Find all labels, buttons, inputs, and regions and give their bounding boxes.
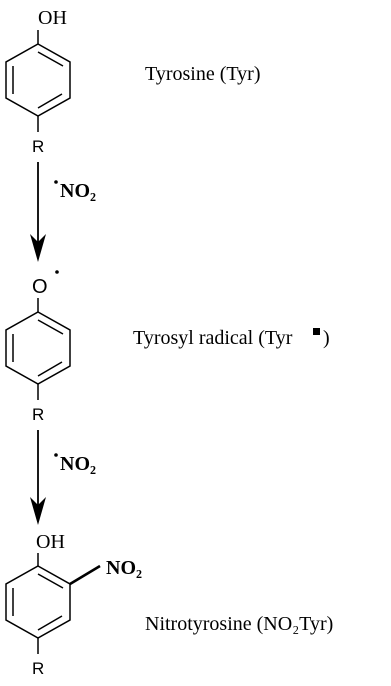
tyrosyl-radical-structure: O R (5, 270, 71, 424)
tyrosyl-radical-label: Tyrosyl radical (Tyr (133, 327, 293, 349)
oxygen-label: O (32, 276, 48, 298)
tyrosyl-radical-label-group: Tyrosyl radical (Tyr ) (133, 327, 330, 349)
nitro-group-label: NO₂ (106, 557, 142, 579)
hydroxyl-group-label: OH (36, 531, 65, 553)
r-group-label: R (32, 405, 44, 424)
tyrosyl-radical-label-suffix: ) (323, 327, 330, 349)
nitrogen-dioxide-reagent: NO₂ (60, 453, 96, 475)
ring-double-bond (37, 615, 63, 631)
radical-dot (54, 453, 58, 457)
reaction-arrow-1: NO₂ (30, 162, 96, 262)
radical-square-icon (313, 328, 320, 335)
nitro-bond (69, 564, 101, 586)
arrow-head (30, 234, 46, 262)
ring-double-bond (37, 319, 64, 335)
tyrosine-structure: OH R (5, 7, 71, 156)
benzene-ring (5, 311, 71, 385)
ring-double-bond (37, 51, 64, 67)
r-group-label: R (32, 137, 44, 156)
ring-double-bond (37, 93, 63, 109)
ring-double-bond (37, 573, 64, 589)
benzene-ring (5, 43, 71, 117)
tyrosine-label: Tyrosine (Tyr) (145, 63, 261, 85)
reaction-arrow-2: NO₂ (30, 430, 96, 525)
nitrogen-dioxide-reagent: NO₂ (60, 180, 96, 202)
hydroxyl-group-label: OH (38, 7, 67, 29)
nitrotyrosine-structure: OH NO₂ R (5, 531, 142, 678)
ring-double-bond (37, 361, 63, 377)
r-group-label: R (32, 659, 44, 678)
benzene-ring (5, 565, 71, 639)
radical-dot (54, 180, 58, 184)
nitrotyrosine-label: Nitrotyrosine (NO₂Tyr) (145, 613, 333, 635)
radical-dot (55, 270, 59, 274)
arrow-head (30, 497, 46, 525)
